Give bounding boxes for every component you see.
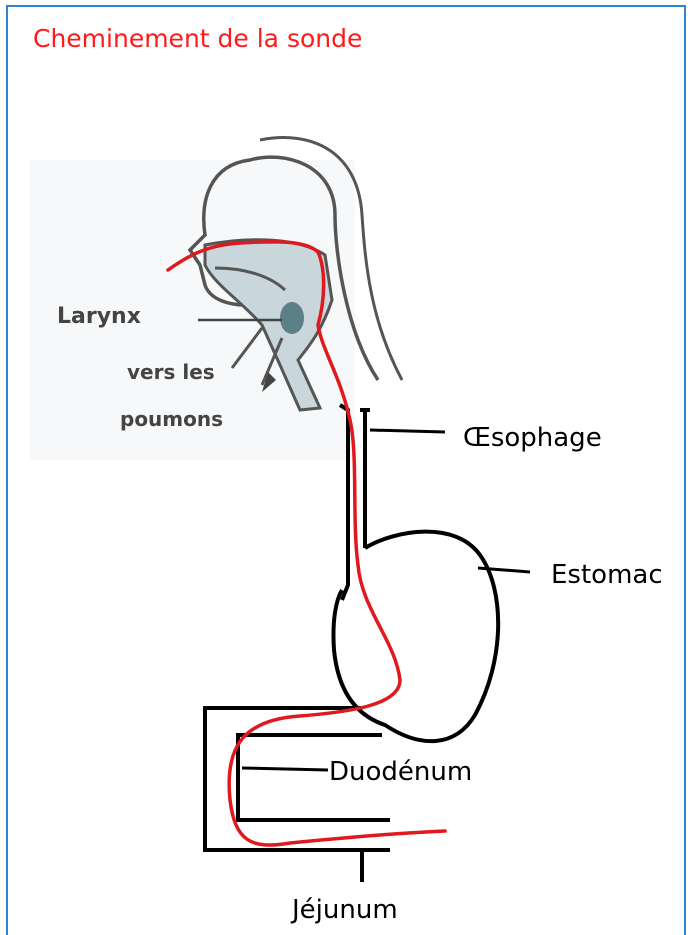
- duodenum-leader-line: [242, 768, 328, 770]
- esophagus-label: Œsophage: [463, 423, 602, 453]
- stomach-label: Estomac: [551, 560, 663, 590]
- duodenum-outline: [205, 708, 390, 882]
- lungs-label-line2: poumons: [120, 407, 223, 431]
- duodenum-label: Duodénum: [329, 757, 472, 787]
- larynx-shape: [280, 302, 304, 334]
- stomach-leader-line: [478, 568, 530, 572]
- lungs-label-line1: vers les: [127, 360, 215, 384]
- larynx-label: Larynx: [57, 304, 141, 329]
- jejunum-label: Jéjunum: [290, 895, 398, 925]
- esophagus-leader-line: [370, 430, 445, 432]
